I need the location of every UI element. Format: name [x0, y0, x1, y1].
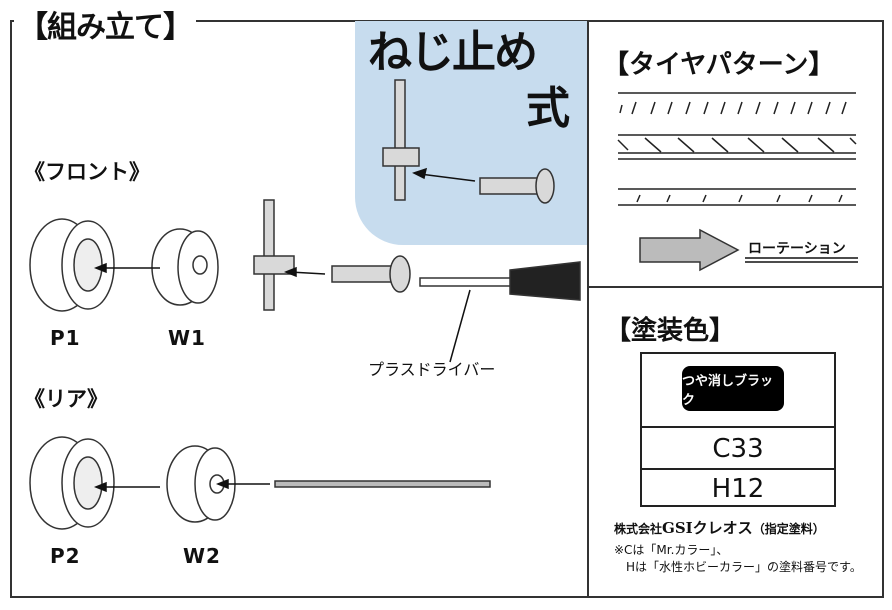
rear-heading: 《リア》	[24, 387, 108, 411]
assembly-title: 【組み立て】	[14, 2, 196, 46]
maker-note: （指定塗料）	[752, 522, 825, 536]
tire-pattern-icon	[617, 92, 857, 206]
part-label-p1: P1	[50, 326, 81, 350]
screw-type-panel	[355, 21, 587, 245]
wheel-w2-icon	[166, 445, 236, 523]
inset-axle-icon	[382, 79, 420, 201]
axle-front-icon	[253, 199, 295, 311]
paint-code-h: H12	[642, 468, 834, 508]
wheel-w1-icon	[151, 228, 219, 306]
screwdriver-label: プラスドライバー	[368, 360, 496, 379]
paint-note-2: Hは「水性ホビーカラー」の塗料番号です。	[626, 560, 862, 574]
part-label-p2: P2	[50, 544, 81, 568]
rotation-arrow-icon	[639, 228, 858, 272]
part-label-w2: W2	[183, 544, 221, 568]
paint-maker: 株式会社GSIクレオス（指定塗料）	[614, 520, 825, 538]
part-label-w1: W1	[168, 326, 206, 350]
screw-type-label: ねじ止め	[368, 27, 538, 78]
tire-p1-icon	[29, 218, 115, 312]
tire-pattern-heading: 【タイヤパターン】	[603, 50, 835, 80]
tire-p2-icon	[29, 436, 115, 530]
screw-type-label-2: 式	[526, 83, 570, 134]
maker-prefix: 株式会社	[614, 522, 663, 536]
front-heading: 《フロント》	[24, 160, 150, 184]
paint-heading: 【塗装色】	[605, 316, 736, 346]
divider	[588, 286, 884, 288]
divider	[587, 20, 589, 598]
color-name-badge: つや消しブラック	[682, 366, 784, 411]
paint-table: つや消しブラック C33 H12	[640, 352, 836, 507]
screw-front-icon	[331, 255, 411, 293]
inset-screw-icon	[479, 168, 555, 204]
screwdriver-icon	[419, 261, 581, 301]
paint-note-1: ※Cは「Mr.カラー」、	[614, 543, 729, 557]
rotation-label: ローテーション	[748, 241, 846, 257]
maker-brand: GSIクレオス	[662, 519, 753, 537]
rear-shaft-icon	[274, 480, 491, 488]
paint-code-c: C33	[642, 426, 834, 470]
